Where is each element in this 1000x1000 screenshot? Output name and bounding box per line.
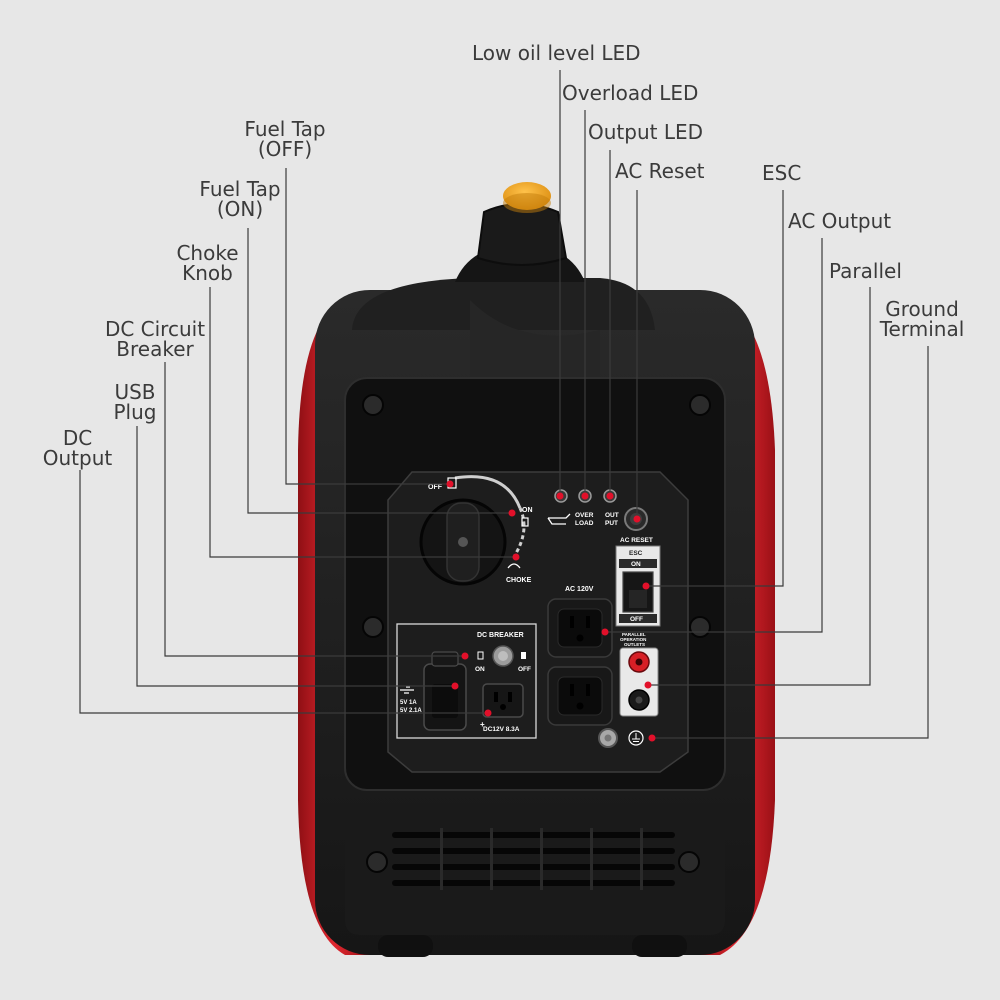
callout-output-led: Output LED — [588, 120, 704, 144]
callout-lines — [79, 70, 929, 739]
dc-section — [396, 623, 537, 739]
callout-parallel: Parallel — [829, 259, 902, 283]
svg-text:OUT: OUT — [605, 512, 619, 519]
dc-output-socket — [482, 683, 524, 718]
svg-text:PARALLEL: PARALLEL — [622, 632, 646, 637]
usb-icon — [400, 686, 414, 694]
svg-text:OPERATION: OPERATION — [620, 637, 646, 642]
svg-text:ON: ON — [475, 666, 485, 673]
callout-ac-reset: AC Reset — [615, 159, 705, 183]
svg-text:5V 2.1A: 5V 2.1A — [400, 708, 422, 714]
svg-text:+: + — [480, 720, 485, 729]
dc-breaker-label: DC BREAKER — [477, 632, 524, 639]
svg-text:OVER: OVER — [575, 512, 594, 519]
svg-text:ESC: ESC — [629, 550, 643, 557]
svg-text:5V 1A: 5V 1A — [400, 700, 417, 706]
ground-icon — [628, 730, 644, 746]
svg-text:OFF: OFF — [630, 616, 643, 623]
panel-off-label: OFF — [428, 484, 443, 491]
dc-rating-label: DC12V 8.3A — [483, 726, 520, 733]
svg-text:OFF: OFF — [518, 666, 531, 673]
callout-markers — [446, 480, 656, 742]
callout-overload-led: Overload LED — [562, 81, 699, 105]
svg-text:PUT: PUT — [605, 520, 618, 527]
callout-fuel-tap-on: Fuel Tap(ON) — [199, 177, 281, 221]
callout-esc: ESC — [762, 161, 802, 185]
panel-on-label: ON — [522, 507, 533, 514]
svg-text:ON: ON — [631, 561, 641, 568]
ac-reset-panel-label: AC RESET — [620, 537, 653, 544]
fuel-cap-knob — [476, 203, 568, 266]
oil-can-icon — [547, 513, 571, 525]
ac-120v-label: AC 120V — [565, 586, 594, 593]
svg-text:LOAD: LOAD — [575, 520, 594, 527]
callout-fuel-tap-off: Fuel Tap(OFF) — [244, 117, 326, 161]
panel-choke-label: CHOKE — [506, 577, 532, 584]
svg-text:OUTLETS: OUTLETS — [624, 642, 645, 647]
callout-low-oil-led: Low oil level LED — [472, 41, 641, 65]
callout-ac-output: AC Output — [788, 209, 892, 233]
top-shroud — [352, 278, 655, 330]
